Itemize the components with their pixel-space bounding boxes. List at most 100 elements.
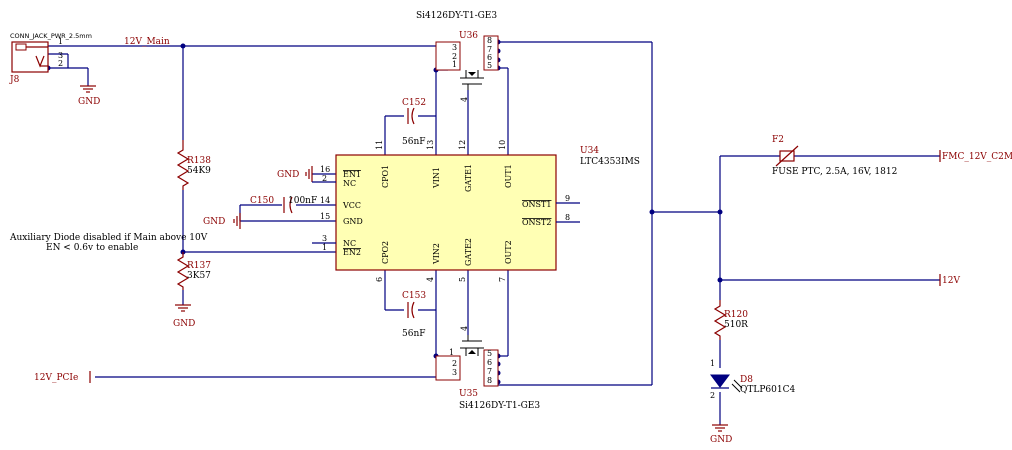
ic-pin-num: 7 (498, 277, 507, 282)
wires (48, 41, 940, 425)
resistor-r120[interactable]: R120 510R (713, 300, 748, 340)
mosfet-gate-pin: 4 (460, 97, 469, 102)
connector-ref: J8 (9, 75, 20, 85)
fuse-value: FUSE PTC, 2.5A, 16V, 1812 (772, 167, 897, 177)
resistor-ref: R120 (724, 310, 748, 320)
gnd-label: GND (277, 170, 299, 180)
capacitor-ref: C150 (250, 196, 274, 206)
ic-pin-num: 4 (426, 277, 435, 282)
mosfet-u35[interactable]: U35 Si4126DY-T1-GE3 1 2 3 5 6 7 8 4 (435, 326, 540, 411)
gnd-label: GND (710, 435, 732, 445)
gnd-symbol-j8: GND (78, 85, 100, 107)
ic-pin-num: 10 (498, 140, 507, 150)
mosfet-gate-pin: 4 (460, 326, 469, 331)
capacitor-c153[interactable]: C153 56nF (402, 291, 426, 339)
ic-pin-num: 14 (320, 196, 330, 205)
net-port-fmc[interactable]: FMC_12V_C2M (939, 150, 1012, 162)
ic-pin-label-onst2: ONST2 (522, 218, 551, 227)
mosfet-pin: 7 (487, 367, 492, 376)
ic-u34[interactable]: U34 LTC4353IMS CPO1 VIN1 GATE1 OUT1 11 1… (312, 140, 640, 282)
mosfet-pin: 8 (487, 376, 492, 385)
mosfet-pin: 1 (449, 348, 454, 357)
ic-pin-label-vin1: VIN1 (432, 167, 441, 189)
ic-ref: U34 (580, 146, 599, 156)
led-pin1: 1 (710, 359, 715, 368)
mosfet-pin: 7 (487, 45, 492, 54)
resistor-ref: R137 (187, 261, 211, 271)
mosfet-arrow-icon (468, 350, 476, 354)
mosfet-right-pins (483, 349, 499, 387)
ic-pin-label-gate2: GATE2 (464, 238, 473, 266)
mosfet-ref: U35 (459, 389, 478, 399)
resistor-r138[interactable]: R138 54K9 (176, 140, 211, 190)
ic-pin-label-vcc: VCC (342, 201, 361, 210)
capacitor-c150[interactable]: C150 100nF (250, 196, 317, 214)
ic-pin-label-out2: OUT2 (504, 240, 513, 264)
net-port-12v[interactable]: 12V (939, 274, 960, 286)
note-line-2: EN < 0.6v to enable (46, 243, 138, 253)
capacitor-value: 56nF (402, 329, 426, 339)
fuse-ptc-slash (775, 145, 799, 167)
capacitor-c152[interactable]: C152 56nF (402, 98, 426, 147)
mosfet-pin: 2 (452, 359, 457, 368)
ic-pin-label-gnd: GND (343, 217, 363, 226)
connector-pin2: 2 (58, 59, 63, 68)
connector-pin1: 1 (58, 37, 63, 46)
ic-pin-num: 6 (375, 277, 384, 282)
junction-dot (717, 277, 723, 283)
ic-pin-num: 11 (375, 140, 384, 150)
fuse-f2[interactable]: F2 FUSE PTC, 2.5A, 16V, 1812 (772, 135, 897, 177)
resistor-value: 3K57 (187, 271, 211, 281)
mosfet-pin: 3 (452, 43, 457, 52)
ic-pin-label-nc: NC (343, 179, 356, 188)
led-d8[interactable]: 1 2 D8 QTLP601C4 (710, 359, 795, 400)
mosfet-u36[interactable]: Si4126DY-T1-GE3 U36 3 2 1 8 7 6 5 4 (416, 11, 499, 102)
net-label-12v-main: 12V_Main (124, 37, 170, 47)
junction-dot (717, 209, 723, 215)
capacitor-ref: C152 (402, 98, 426, 108)
ic-pin-num: 3 (322, 234, 327, 243)
resistor-ref: R138 (187, 156, 211, 166)
mosfet-pin: 8 (487, 36, 492, 45)
connector-pin3: 3 (58, 51, 63, 60)
ic-pin-num: 9 (565, 194, 570, 203)
resistor-body (176, 140, 190, 190)
connector-j8[interactable]: CONN_JACK_PWR_2.5mm 1 3 2 J8 (9, 32, 92, 85)
ic-pin-label-en1: EN1 (343, 170, 361, 179)
net-label-fmc: FMC_12V_C2M (942, 152, 1012, 162)
fuse-ref: F2 (772, 135, 784, 145)
connector-label: CONN_JACK_PWR_2.5mm (10, 32, 92, 40)
resistor-value: 54K9 (187, 166, 211, 176)
ic-part: LTC4353IMS (580, 157, 640, 167)
mosfet-left-pins (435, 355, 461, 381)
net-label-12v-pcie: 12V_PCIe (34, 373, 78, 383)
junction-dot (649, 209, 655, 215)
ic-pin-num: 12 (458, 140, 467, 150)
mosfet-pin: 1 (452, 60, 457, 69)
ic-pin-num: 8 (565, 213, 570, 222)
led-value: QTLP601C4 (740, 385, 795, 395)
ic-pin-num: 16 (320, 165, 330, 174)
ic-pin-label-out1: OUT1 (504, 164, 513, 188)
gnd-label: GND (203, 217, 225, 227)
resistor-r137[interactable]: R137 3K57 (176, 252, 211, 290)
mosfet-right-pins (483, 35, 499, 71)
gnd-symbol-en1: GND (277, 166, 313, 182)
resistor-value: 510R (724, 320, 748, 330)
mosfet-pin: 3 (452, 368, 457, 377)
led-ray (733, 379, 743, 389)
led-ray (731, 383, 741, 393)
led-triangle (710, 374, 730, 388)
led-pin2: 2 (710, 391, 715, 400)
mosfet-arrow-icon (468, 72, 476, 76)
mosfet-left-pins (435, 41, 461, 71)
gnd-symbol-c150: GND (203, 213, 241, 229)
ic-pin-label-nc: NC (343, 239, 356, 248)
net-port-12v-pcie[interactable]: 12V_PCIe (34, 371, 91, 383)
capacitor-ref: C153 (402, 291, 426, 301)
capacitor-value: 56nF (402, 137, 426, 147)
ic-pin-num: 1 (322, 243, 327, 252)
ic-pin-num: 15 (320, 212, 330, 221)
resistor-body (176, 252, 190, 290)
